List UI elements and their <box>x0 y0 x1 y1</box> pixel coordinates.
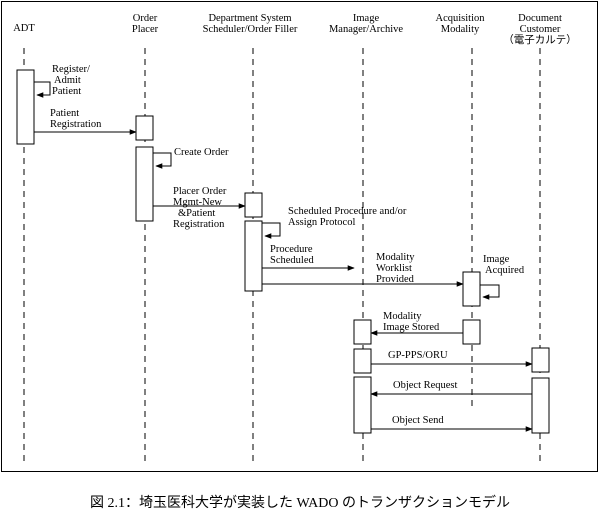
figure-caption: 図 2.1：埼玉医科大学が実装した WADO のトランザクションモデル <box>90 494 510 511</box>
label-procedure-scheduled: Procedure Scheduled <box>270 244 314 266</box>
actor-acquisition-modality-header: Acquisition Modality <box>436 13 486 35</box>
label-placer-order-line1: Placer Order <box>173 186 227 197</box>
activation-adt <box>16 69 35 145</box>
activation-document-customer-2 <box>531 377 550 434</box>
arrow-create-order <box>153 152 172 169</box>
activation-document-customer-1 <box>531 347 550 373</box>
activation-department-system-2 <box>244 220 263 292</box>
label-modality-image-stored-line2: Image Stored <box>383 322 440 333</box>
activation-image-manager-3 <box>353 376 372 434</box>
actor-acquisition-modality-label-line2: Modality <box>441 24 480 35</box>
label-modality-worklist-line1: Modality <box>376 252 415 263</box>
label-scheduled-procedure-line2: Assign Protocol <box>288 217 355 228</box>
label-modality-worklist: Modality Worklist Provided <box>376 252 415 285</box>
activation-image-manager-2 <box>353 348 372 374</box>
actor-document-customer-label-line3: （電子カルテ） <box>503 34 577 46</box>
activation-acquisition-modality-1 <box>462 271 481 307</box>
activation-acquisition-modality-2 <box>462 319 481 345</box>
label-object-send-line1: Object Send <box>392 415 444 426</box>
label-modality-image-stored-line1: Modality <box>383 311 422 322</box>
actor-department-system-label-line1: Department System <box>208 13 291 24</box>
label-placer-order-line2: Mgmt-New <box>173 197 222 208</box>
activation-order-placer-2 <box>135 146 154 222</box>
activation-image-manager-1 <box>353 319 372 345</box>
actor-image-manager-label-line1: Image <box>353 13 380 24</box>
label-placer-order-line3: &Patient <box>178 208 215 219</box>
actor-order-placer-label-line2: Placer <box>132 24 159 35</box>
activation-order-placer-1 <box>135 115 154 141</box>
arrow-image-acquired <box>480 284 500 300</box>
label-patient-registration: Patient Registration <box>50 108 102 130</box>
label-procedure-scheduled-line1: Procedure <box>270 244 313 255</box>
label-image-acquired: Image Acquired <box>483 254 525 276</box>
label-object-request: Object Request <box>393 380 458 391</box>
label-image-acquired-line1: Image <box>483 254 510 265</box>
label-placer-order-line4: Registration <box>173 219 225 230</box>
actor-document-customer-label-line1: Document <box>518 13 562 24</box>
label-procedure-scheduled-line2: Scheduled <box>270 255 314 266</box>
label-modality-worklist-line3: Provided <box>376 274 415 285</box>
actor-order-placer-label-line1: Order <box>133 13 158 24</box>
activation-department-system-1 <box>244 192 263 218</box>
label-register-admit-line3: Patient <box>52 86 81 97</box>
label-register-admit: Register/ Admit Patient <box>52 64 90 97</box>
label-image-acquired-line2: Acquired <box>485 265 525 276</box>
label-create-order: Create Order <box>174 147 229 158</box>
label-create-order-line1: Create Order <box>174 147 229 158</box>
actor-document-customer-label-line2: Customer <box>520 24 561 35</box>
label-object-request-line1: Object Request <box>393 380 458 391</box>
actor-image-manager-label-line2: Manager/Archive <box>329 24 403 35</box>
actor-document-customer-header: Document Customer （電子カルテ） <box>503 13 577 46</box>
label-modality-worklist-line2: Worklist <box>376 263 412 274</box>
arrow-scheduled-procedure <box>262 222 281 239</box>
label-modality-image-stored: Modality Image Stored <box>383 311 440 333</box>
arrow-register-admit <box>34 81 51 98</box>
actor-acquisition-modality-label-line1: Acquisition <box>436 13 486 24</box>
actor-order-placer-header: Order Placer <box>132 13 159 35</box>
label-gp-pps-oru: GP-PPS/ORU <box>388 350 448 361</box>
actor-adt-header: ADT <box>13 23 35 34</box>
label-scheduled-procedure: Scheduled Procedure and/or Assign Protoc… <box>288 206 407 228</box>
label-patient-registration-line2: Registration <box>50 119 102 130</box>
actor-adt-label: ADT <box>13 23 35 34</box>
label-register-admit-line1: Register/ <box>52 64 90 75</box>
label-object-send: Object Send <box>392 415 444 426</box>
diagram-frame <box>1 1 598 472</box>
label-register-admit-line2: Admit <box>54 75 81 86</box>
label-gp-pps-oru-line1: GP-PPS/ORU <box>388 350 448 361</box>
actor-department-system-label-line2: Scheduler/Order Filler <box>203 24 298 35</box>
label-patient-registration-line1: Patient <box>50 108 79 119</box>
label-scheduled-procedure-line1: Scheduled Procedure and/or <box>288 206 407 217</box>
label-placer-order: Placer Order Mgmt-New &Patient Registrat… <box>173 186 227 230</box>
actor-image-manager-header: Image Manager/Archive <box>329 13 403 35</box>
actor-department-system-header: Department System Scheduler/Order Filler <box>203 13 298 35</box>
